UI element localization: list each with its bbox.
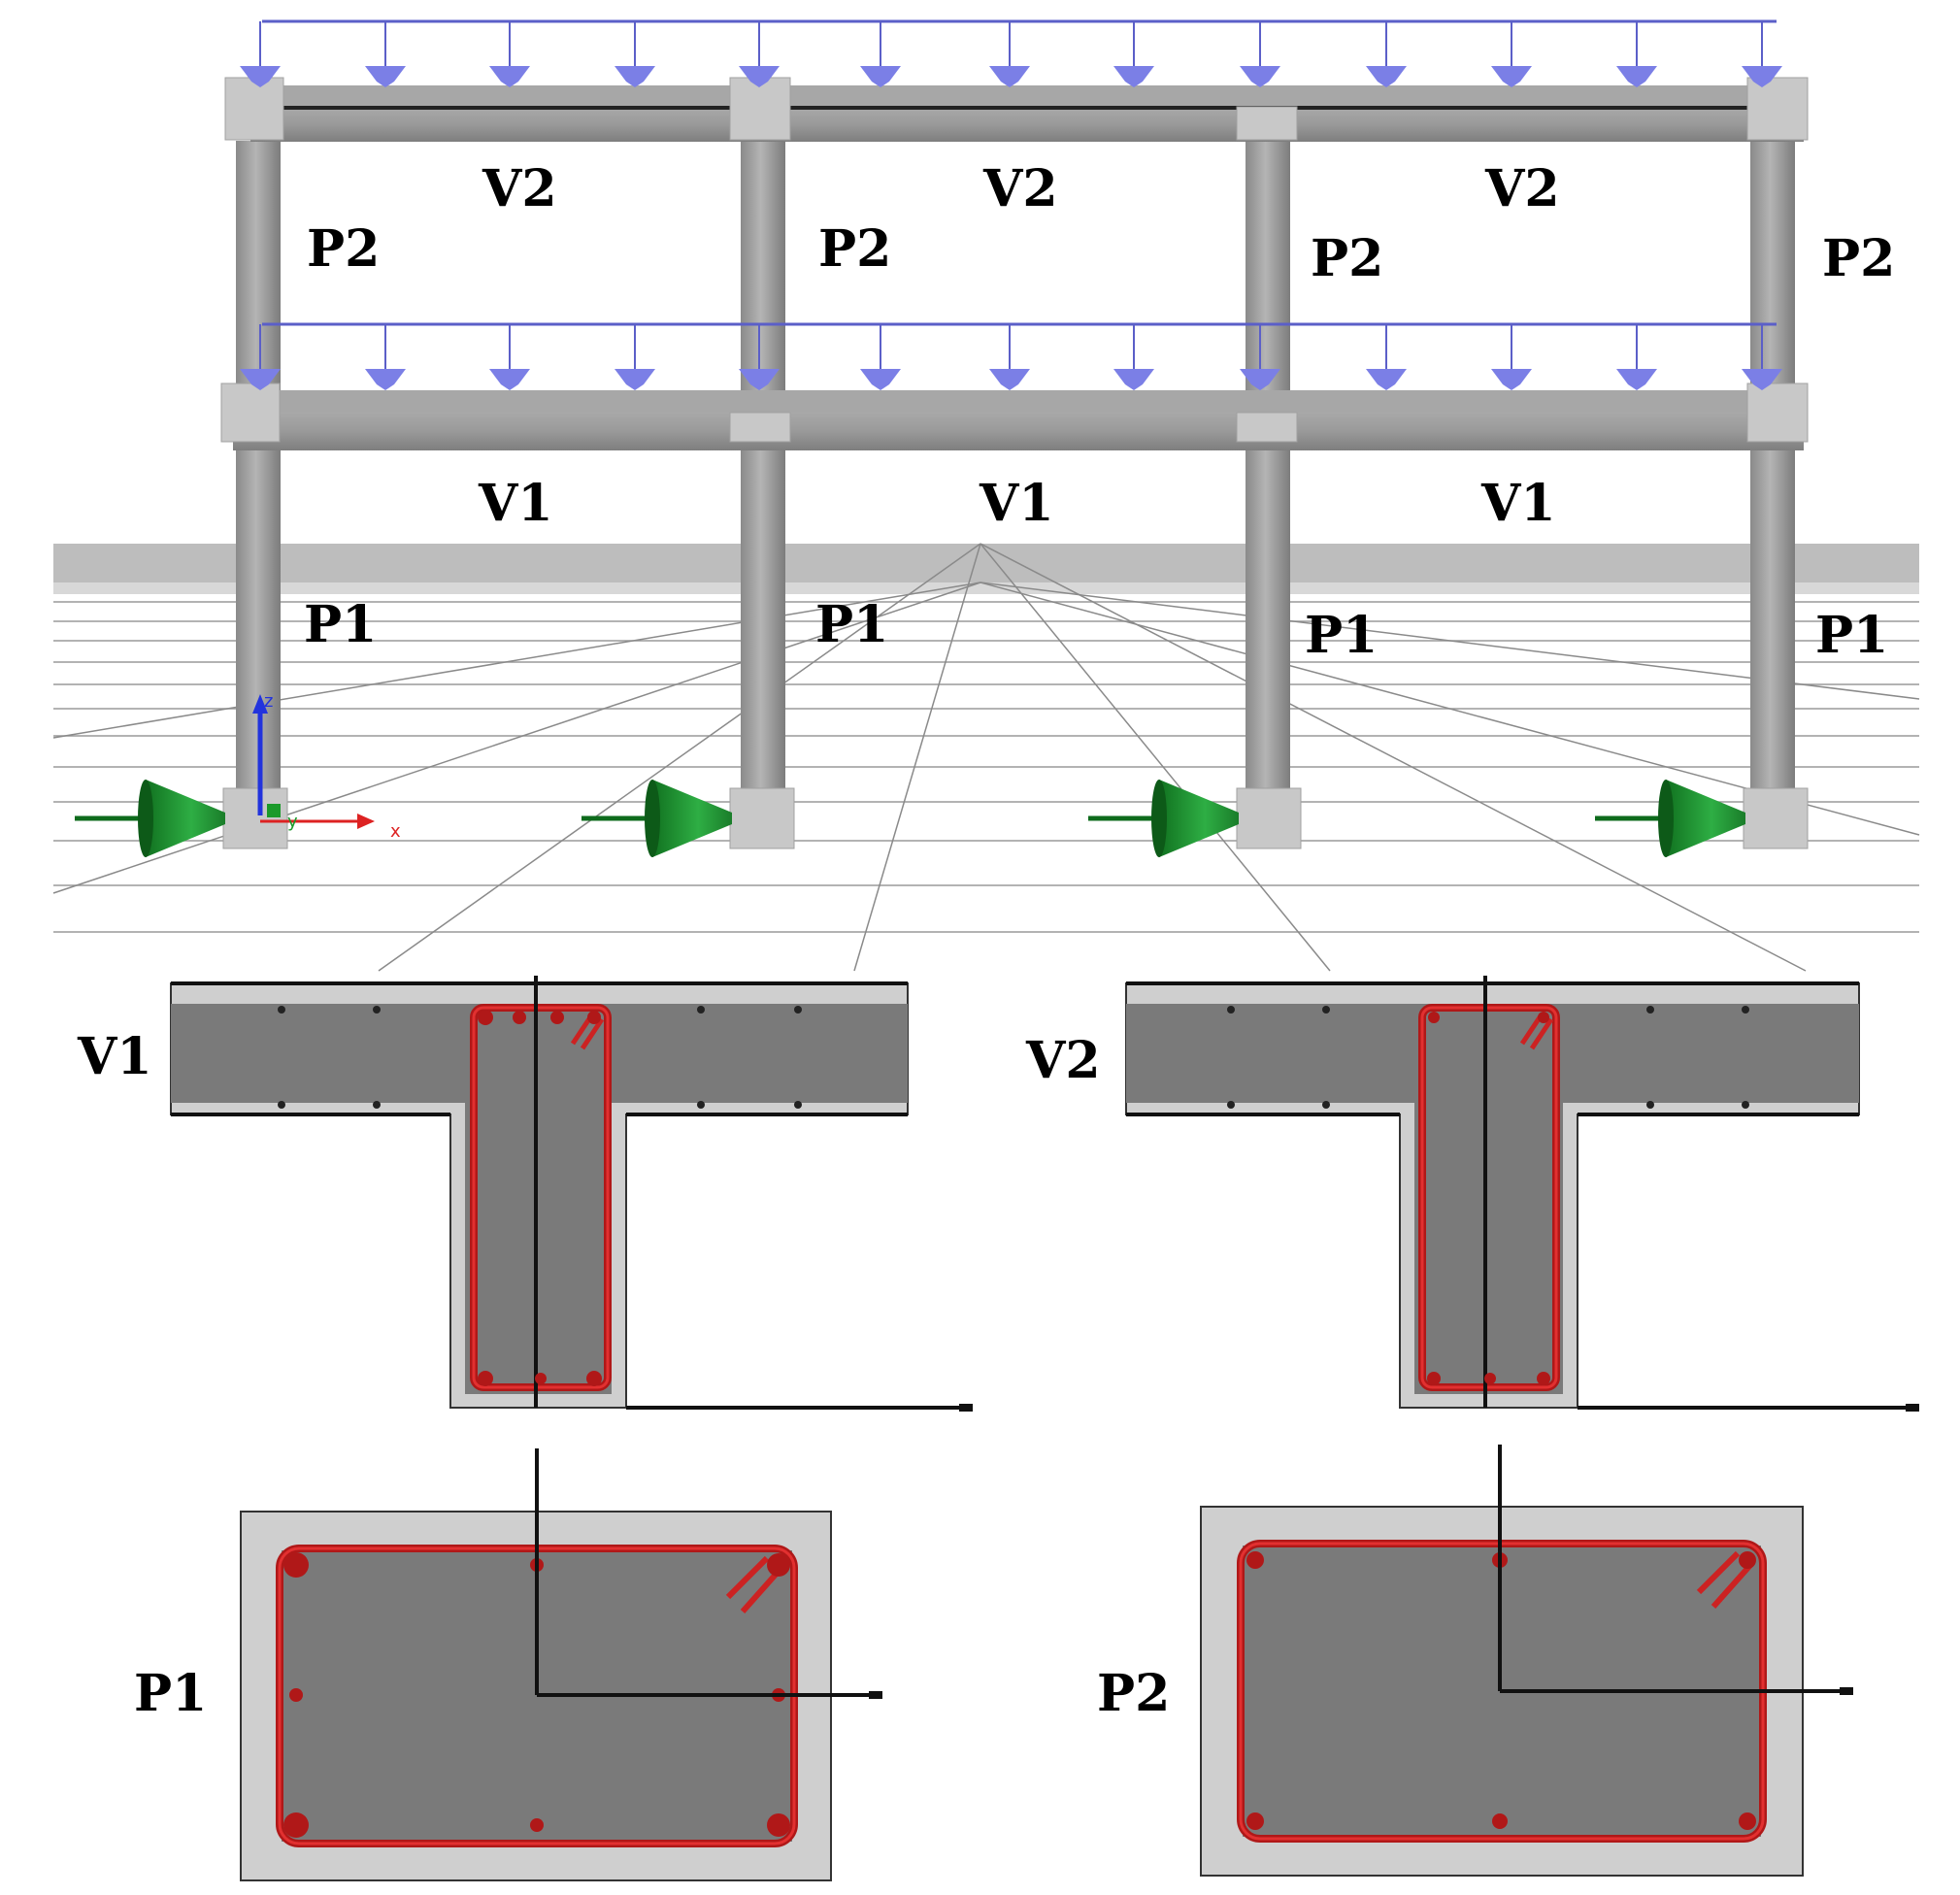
section-label-v2: V2 [1025, 1031, 1101, 1090]
pin-support-icon [75, 780, 225, 857]
upper-beam [250, 85, 1804, 142]
axis-triad-icon: z x y [252, 691, 401, 842]
load-arrow-icon [1366, 21, 1407, 87]
joint-node [729, 412, 791, 443]
column-label-lower-3: P1 [1305, 606, 1378, 665]
load-arrow-icon [1491, 21, 1532, 87]
section-label-p1: P1 [134, 1664, 207, 1723]
joint-node [1746, 77, 1809, 141]
column-4 [1750, 141, 1795, 811]
section-label-p2: P2 [1097, 1664, 1170, 1723]
load-arrow-icon [739, 324, 780, 390]
load-arrow-icon [365, 324, 406, 390]
beam-section-v2: V2 [1025, 976, 1919, 1412]
joint-node [1746, 382, 1809, 443]
load-arrow-icon [615, 21, 655, 87]
column-section-p2: P2 [1097, 1445, 1853, 1877]
load-arrow-icon [1616, 21, 1657, 87]
beam-label-lower-3: V1 [1480, 474, 1556, 533]
column-label-upper-4: P2 [1822, 229, 1895, 288]
load-arrow-icon [1742, 324, 1782, 390]
section-label-v1: V1 [77, 1027, 152, 1086]
load-arrow-icon [989, 324, 1030, 390]
joint-node [729, 77, 791, 141]
beam-label-upper-3: V2 [1484, 159, 1560, 218]
load-arrow-icon [1240, 21, 1280, 87]
load-arrow-icon [240, 324, 281, 390]
load-arrow-icon [489, 324, 530, 390]
load-arrow-icon [860, 21, 901, 87]
load-arrow-icon [1616, 324, 1657, 390]
column-label-lower-2: P1 [815, 595, 888, 654]
column-label-lower-1: P1 [304, 595, 377, 654]
joint-node [1236, 412, 1298, 443]
column-2 [741, 141, 785, 811]
distributed-load-lower [240, 322, 1782, 390]
column-label-upper-1: P2 [307, 219, 380, 279]
load-arrow-icon [860, 324, 901, 390]
supports [75, 780, 1745, 857]
joint-node [224, 77, 284, 141]
load-arrow-icon [1366, 324, 1407, 390]
ground-plane [52, 543, 1920, 972]
load-arrow-icon [1491, 324, 1532, 390]
beam-label-lower-2: V1 [979, 474, 1054, 533]
column-label-upper-3: P2 [1311, 229, 1383, 288]
beam-label-lower-1: V1 [478, 474, 553, 533]
joint-node [220, 382, 281, 443]
load-arrow-icon [1113, 21, 1154, 87]
frame-structure [220, 77, 1809, 849]
lower-beam [233, 390, 1804, 450]
base-node [1743, 787, 1809, 849]
pin-support-icon [581, 780, 732, 857]
column-label-upper-2: P2 [818, 219, 891, 279]
beam-section-v1: V1 [77, 976, 973, 1412]
frame-labels: V2 V2 V2 P2 P2 P2 P2 V1 V1 V1 P1 P1 P1 P… [304, 159, 1895, 665]
column-section-p1: P1 [134, 1448, 882, 1881]
load-arrow-icon [489, 21, 530, 87]
joint-node [1236, 106, 1298, 141]
load-arrow-icon [365, 21, 406, 87]
axis-label-x: x [390, 821, 401, 842]
column-label-lower-4: P1 [1815, 606, 1888, 665]
base-node [729, 787, 795, 849]
load-arrow-icon [989, 21, 1030, 87]
axis-label-z: z [264, 691, 273, 712]
distributed-load-upper [240, 19, 1782, 87]
pin-support-icon [1595, 780, 1745, 857]
base-node [222, 787, 288, 849]
load-arrow-icon [615, 324, 655, 390]
column-3 [1246, 141, 1290, 811]
axis-label-y: y [287, 812, 298, 832]
load-arrow-icon [240, 21, 281, 87]
beam-label-upper-2: V2 [982, 159, 1058, 218]
load-arrow-icon [1240, 324, 1280, 390]
pin-support-icon [1088, 780, 1239, 857]
load-arrow-icon [739, 21, 780, 87]
beam-label-upper-1: V2 [482, 159, 557, 218]
base-node [1236, 787, 1302, 849]
load-arrow-icon [1113, 324, 1154, 390]
load-arrow-icon [1742, 21, 1782, 87]
